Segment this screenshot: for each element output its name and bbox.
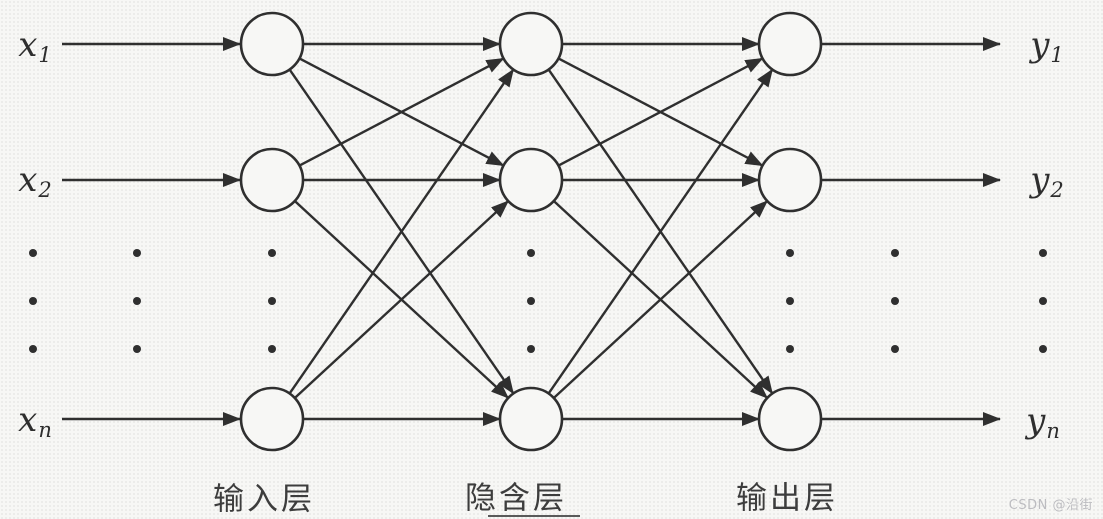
neuron-node [239,386,305,452]
output-label-yn: yn [1026,401,1060,443]
neuron-node [239,147,305,213]
neuron-node [757,386,823,452]
caption-input-layer: 输入层 [213,481,315,518]
neuron-node [757,147,823,213]
neuron-node [239,11,305,77]
neuron-node [498,386,564,452]
neuron-node [498,11,564,77]
caption-output-layer: 输出层 [736,480,838,517]
neuron-node [757,11,823,77]
edges-layer [62,37,1001,426]
output-label-y1: y1 [1030,25,1064,67]
output-label-y2: y2 [1030,160,1064,202]
nodes-layer [239,11,823,452]
hidden-caption-underline [488,515,580,517]
ellipsis-dots [29,249,1047,353]
neuron-node [498,147,564,213]
input-label-xn: xn [18,400,52,442]
watermark: CSDN @沿街 [1008,498,1093,513]
input-label-x1: x1 [18,25,52,67]
caption-hidden-layer: 隐含层 [465,480,567,517]
input-label-x2: x2 [18,160,52,202]
